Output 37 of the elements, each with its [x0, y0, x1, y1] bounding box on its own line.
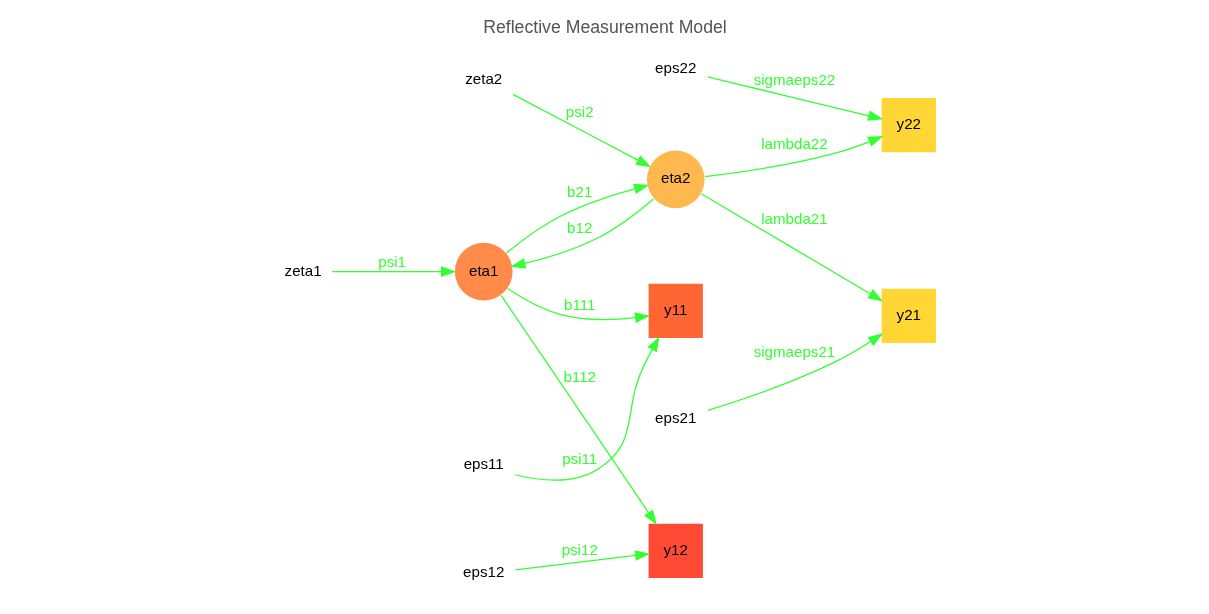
node-text: zeta1 — [284, 261, 322, 279]
node-circle: eta1 — [454, 242, 513, 301]
edge-label: b21 — [566, 182, 592, 200]
edge-label: psi1 — [377, 253, 406, 271]
node-text: eps12 — [462, 563, 504, 581]
arrow — [511, 93, 651, 168]
node-box: y21 — [881, 288, 936, 343]
arrow — [706, 333, 883, 411]
edge-label: b112 — [562, 368, 596, 386]
arrow — [514, 550, 650, 571]
node-box: y12 — [648, 523, 703, 578]
arrow — [505, 183, 649, 254]
node-box: y22 — [881, 97, 936, 153]
arrow — [509, 198, 654, 269]
arrow — [513, 336, 659, 481]
arrow — [700, 193, 883, 302]
edge-label: sigmaeps22 — [753, 71, 835, 89]
edge-label: psi11 — [561, 450, 597, 468]
edge-label: lambda21 — [760, 210, 828, 228]
edge-label: lambda22 — [760, 134, 828, 152]
node-box: y11 — [648, 283, 703, 338]
node-text: zeta2 — [464, 69, 502, 87]
arrow — [331, 266, 456, 277]
edge-label: sigmaeps21 — [753, 343, 835, 361]
arrow — [706, 76, 883, 121]
arrow — [506, 287, 650, 323]
arrow — [703, 136, 883, 178]
node-text: eps22 — [654, 59, 696, 77]
edge-label: psi2 — [565, 103, 594, 121]
edge-label: b12 — [566, 219, 592, 237]
node-text: eps11 — [463, 454, 504, 472]
diagram-title: Reflective Measurement Model — [482, 16, 727, 37]
node-text: eps21 — [654, 409, 696, 427]
edge-label: psi12 — [561, 541, 598, 559]
arrow — [500, 294, 657, 525]
edge-label: b111 — [563, 296, 595, 314]
node-circle: eta2 — [646, 150, 705, 209]
